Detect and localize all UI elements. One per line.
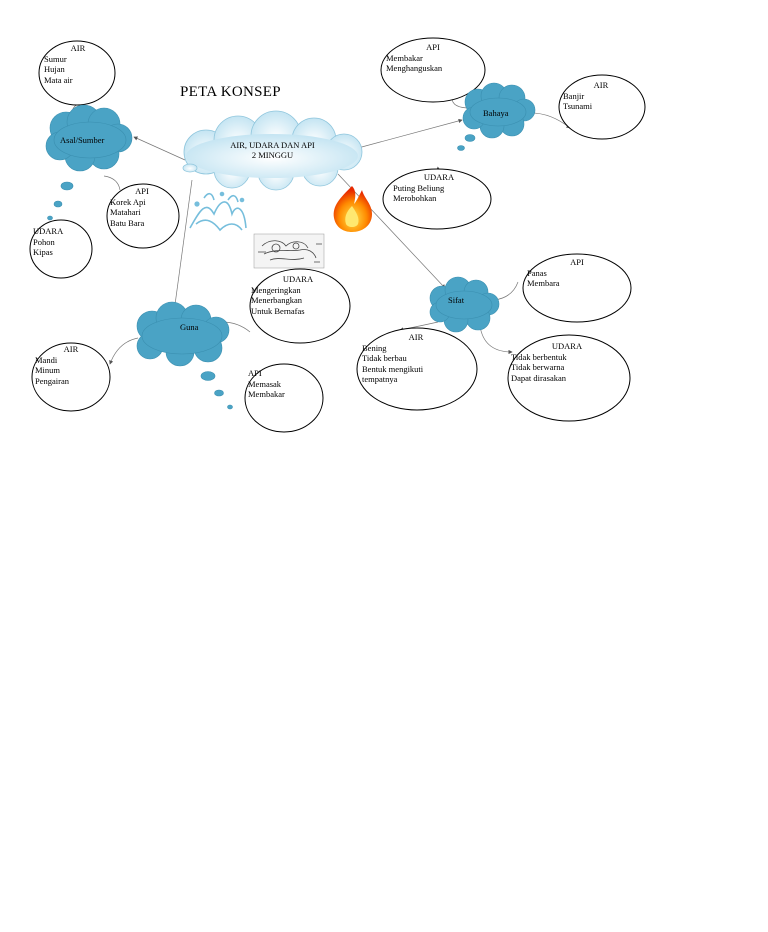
ellipse-asal-air <box>38 40 116 106</box>
wind-icon <box>253 233 325 269</box>
node-heading: UDARA <box>423 172 455 182</box>
node-item: Membara <box>527 278 560 288</box>
node-item: Mandi <box>35 354 58 365</box>
ellipse-bahaya-air <box>558 74 646 140</box>
category-bahaya: Bahaya <box>483 108 509 118</box>
node-heading: UDARA <box>282 274 314 284</box>
node-item: Membakar <box>248 389 285 399</box>
cloud-bahaya <box>457 82 536 151</box>
node-item: Untuk Bernafas <box>251 305 305 316</box>
node-guna-air: AIR Mandi Minum Pengairan <box>35 344 107 386</box>
node-bahaya-air: AIR Banjir Tsunami <box>563 80 639 112</box>
node-heading: UDARA <box>33 226 64 236</box>
ellipse-sifat-api <box>522 253 632 323</box>
node-heading: AIR <box>593 80 609 90</box>
page-title: PETA KONSEP <box>180 84 281 100</box>
node-item: Tidak berwarna <box>511 362 565 372</box>
ellipse-sifat-udara <box>507 334 631 422</box>
node-heading: AIR <box>408 332 424 342</box>
node-heading: AIR <box>70 43 86 53</box>
cloud-sifat <box>429 276 500 333</box>
water-splash-icon <box>189 191 247 232</box>
node-item: Bentuk mengikuti <box>362 363 424 374</box>
node-item: Banjir <box>563 90 585 101</box>
node-guna-udara: UDARA Mengeringkan Menerbangkan Untuk Be… <box>251 274 345 316</box>
center-cloud <box>182 110 363 191</box>
node-item: Batu Bara <box>110 217 145 228</box>
connector-center-guna <box>172 179 193 313</box>
node-item: Dapat dirasakan <box>511 372 566 383</box>
node-asal-air: AIR Sumur Hujan Mata air <box>44 43 112 85</box>
node-item: Panas <box>527 267 547 278</box>
node-item: tempatnya <box>362 374 398 384</box>
node-item: Mengeringkan <box>251 284 301 295</box>
node-sifat-udara: UDARA Tidak berbentuk Tidak berwarna Dap… <box>511 341 623 383</box>
node-bahaya-udara: UDARA Puting Beliung Merobohkan <box>393 172 485 204</box>
node-asal-api: API Korek Api Matahari Batu Bara <box>110 186 174 228</box>
node-item: Pengairan <box>35 375 69 386</box>
node-item: Kipas <box>33 247 53 257</box>
category-asal: Asal/Sumber <box>60 135 105 145</box>
node-heading: API <box>570 257 584 267</box>
node-item: Hujan <box>44 64 65 74</box>
node-heading: API <box>248 368 262 378</box>
center-topic: AIR, UDARA DAN API 2 MINGGU <box>205 140 340 160</box>
ellipse-bahaya-udara <box>382 168 492 230</box>
node-heading: API <box>426 42 440 52</box>
node-item: Matahari <box>110 207 141 217</box>
node-item: Membakar <box>386 52 423 63</box>
ellipse-guna-air <box>31 342 111 412</box>
connector-guna-air <box>109 337 139 365</box>
connector-sifat-api <box>493 281 519 301</box>
node-item: Minum <box>35 365 61 375</box>
center-topic-line2: 2 MINGGU <box>251 150 294 160</box>
ellipse-nodes <box>29 37 646 433</box>
node-item: Merobohkan <box>393 193 437 203</box>
ellipse-asal-api <box>106 183 180 249</box>
category-sifat: Sifat <box>448 295 465 305</box>
ellipse-bahaya-api <box>380 37 486 103</box>
node-item: Pohon <box>33 236 55 247</box>
node-item: Bening <box>362 342 387 353</box>
node-item: Menerbangkan <box>251 295 302 305</box>
node-bahaya-api: API Membakar Menghanguskan <box>386 42 480 74</box>
ellipse-guna-api <box>244 363 324 433</box>
category-clouds <box>45 82 536 410</box>
center-topic-line1: AIR, UDARA DAN API <box>230 140 315 150</box>
connector-asal-api <box>103 175 121 191</box>
node-item: Puting Beliung <box>393 182 445 193</box>
connector-center-asal <box>133 136 186 161</box>
ellipse-sifat-air <box>356 327 478 411</box>
node-item: Tsunami <box>563 101 593 111</box>
node-item: Korek Api <box>110 196 146 207</box>
connector-center-sifat <box>337 173 446 289</box>
node-item: Menghanguskan <box>386 63 443 73</box>
ellipse-asal-udara <box>29 219 93 279</box>
node-sifat-api: API Panas Membara <box>527 257 627 289</box>
cloud-asal <box>45 104 133 221</box>
category-guna: Guna <box>180 322 199 332</box>
node-item: Mata air <box>44 74 73 85</box>
fire-icon <box>333 186 372 232</box>
cloud-guna <box>136 301 233 410</box>
node-heading: UDARA <box>551 341 583 351</box>
node-heading: API <box>135 186 149 196</box>
connector-center-bahaya <box>357 118 463 149</box>
node-heading: AIR <box>63 344 79 354</box>
connector-sifat-udara <box>479 325 513 355</box>
node-sifat-air: AIR Bening Tidak berbau Bentuk mengikuti… <box>362 332 470 385</box>
node-asal-udara: UDARA Pohon Kipas <box>33 226 89 258</box>
node-item: Memasak <box>248 378 282 389</box>
node-item: Tidak berbentuk <box>511 351 567 362</box>
node-guna-api: API Memasak Membakar <box>248 368 318 400</box>
ellipse-guna-udara <box>249 268 351 344</box>
node-item: Sumur <box>44 53 67 64</box>
node-item: Tidak berbau <box>362 353 407 363</box>
